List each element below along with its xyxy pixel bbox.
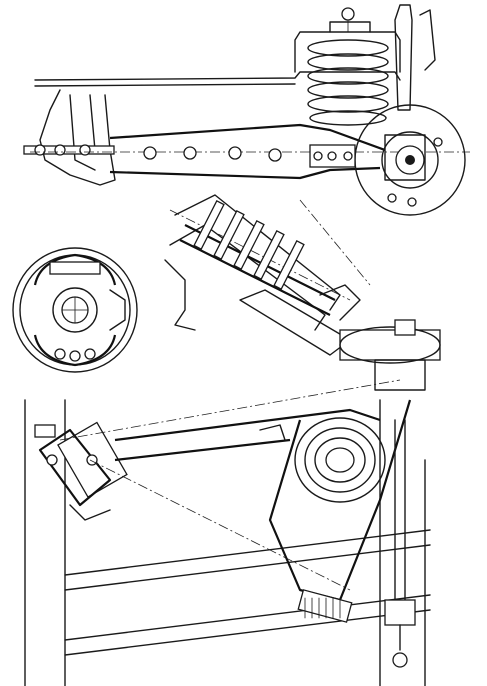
wheel-cylinder: [49, 261, 101, 275]
hub-flange-plan: [339, 329, 441, 361]
lower-shock-mount: [392, 652, 408, 668]
backing-plate-outer: [12, 247, 138, 373]
shock-absorber: [394, 4, 413, 111]
spring-tower: [294, 31, 401, 73]
trailing-arm-upper-edge: [109, 123, 386, 152]
cross-member-upper: [64, 529, 431, 576]
spring-plan-outer: [294, 417, 386, 503]
wheel-carrier-plan: [268, 399, 412, 602]
mount-flange: [164, 259, 196, 331]
trailing-arm-plan-upper: [114, 408, 381, 442]
lightening-hole: [143, 146, 157, 160]
pivot-bushing-lower: [297, 589, 353, 623]
pivot-bushing-left: [38, 421, 128, 521]
brake-backing-plate-view: [12, 247, 138, 373]
pivot-axis-line: [89, 459, 351, 591]
wheel-cylinder-hub: [52, 287, 98, 333]
clamp-bolts: [193, 200, 305, 290]
pivot-bar-detail-view: [164, 194, 371, 356]
coil-spring: [307, 39, 389, 126]
cross-member-lower: [64, 594, 431, 641]
top-mount-nut: [341, 7, 355, 21]
plan-view-suspension: [24, 319, 441, 686]
brake-shoe-lower: [33, 334, 117, 367]
front-mount-bracket: [39, 89, 116, 186]
brake-shoe-upper: [33, 253, 117, 286]
side-view-suspension-arm: [23, 4, 470, 216]
frame-rail: [34, 71, 401, 81]
pivot-bolt: [23, 145, 115, 155]
